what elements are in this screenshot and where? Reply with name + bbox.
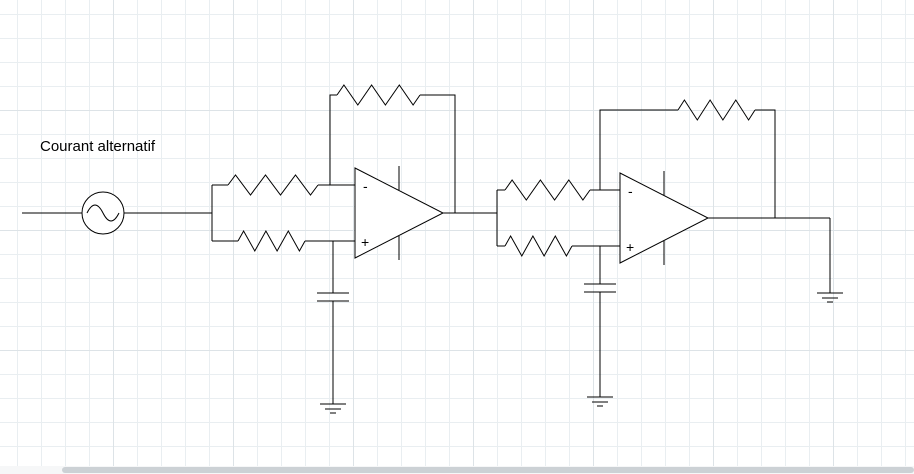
- resistor-symbol-feedback-2[interactable]: [677, 99, 756, 121]
- ground-symbol-1[interactable]: [320, 403, 346, 414]
- opamp-minus-label: -: [363, 178, 368, 194]
- horizontal-scrollbar-track[interactable]: [0, 466, 914, 474]
- wire-feedback-left-2[interactable]: [599, 109, 678, 190]
- sine-wave-icon: [86, 204, 120, 222]
- ground-symbol-3[interactable]: [817, 292, 843, 303]
- resistor-symbol-feedback-1[interactable]: [336, 84, 421, 106]
- opamp-symbol-2[interactable]: - +: [619, 171, 710, 265]
- resistor-symbol-input-bottom-2[interactable]: [504, 234, 573, 258]
- wire-feedback-right-2[interactable]: [755, 109, 776, 218]
- capacitor-symbol-1[interactable]: [317, 241, 349, 404]
- wire-feedback-right-1[interactable]: [420, 94, 456, 213]
- opamp-symbol-1[interactable]: - +: [354, 166, 445, 260]
- ac-source-symbol[interactable]: [81, 191, 125, 235]
- resistor-symbol-input-top-2[interactable]: [504, 179, 591, 201]
- opamp-minus-label: -: [628, 183, 633, 199]
- opamp-plus-label: +: [361, 234, 369, 250]
- horizontal-scrollbar-thumb[interactable]: [62, 467, 914, 473]
- opamp-plus-label: +: [626, 239, 634, 255]
- resistor-symbol-input-bottom-1[interactable]: [237, 229, 306, 253]
- opamp-triangle: [354, 167, 445, 259]
- ac-source-label[interactable]: Courant alternatif: [40, 138, 156, 155]
- capacitor-symbol-2[interactable]: [584, 246, 616, 397]
- resistor-symbol-input-top-1[interactable]: [227, 174, 319, 196]
- ground-symbol-2[interactable]: [587, 396, 613, 407]
- wire-feedback-left-1[interactable]: [329, 94, 337, 185]
